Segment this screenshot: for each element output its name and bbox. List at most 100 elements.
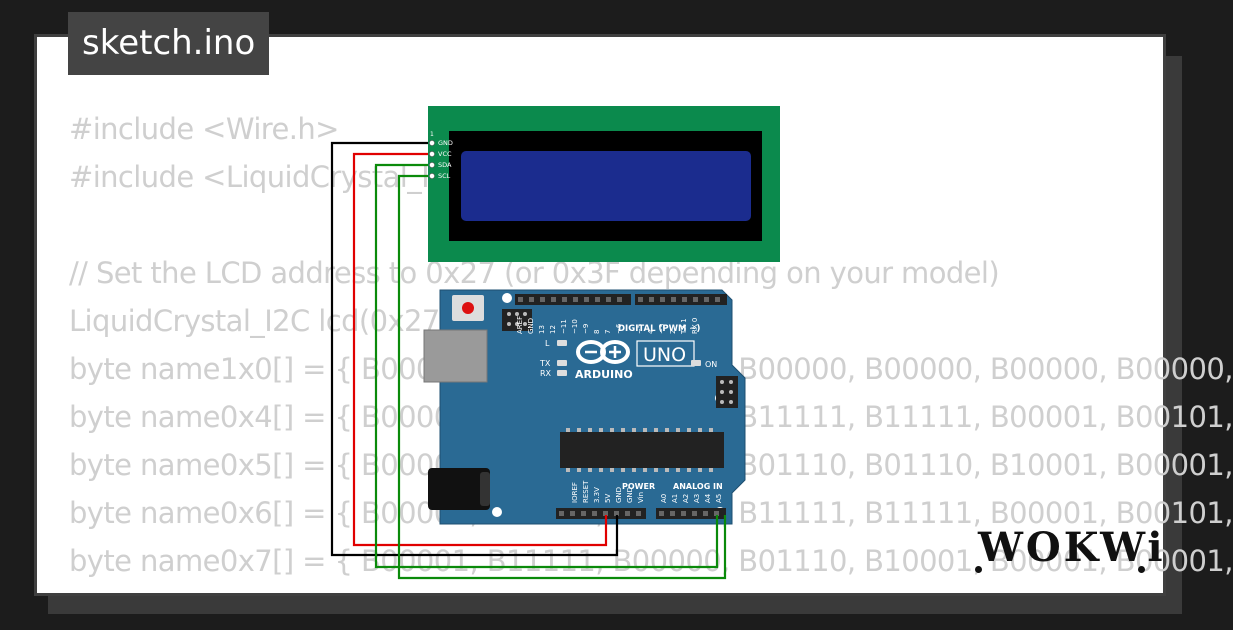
header-pin	[671, 297, 676, 302]
analog-header	[656, 508, 726, 519]
pin-label: 13	[538, 325, 546, 334]
chip-leg	[654, 428, 658, 432]
pin-label: ~10	[571, 319, 579, 334]
lcd-pin-label: SCL	[438, 172, 451, 180]
chip-leg	[676, 468, 680, 472]
chip-leg	[698, 428, 702, 432]
header-pin	[551, 297, 556, 302]
wire-sda[interactable]	[374, 163, 719, 569]
code-line: #include <Wire.h>	[69, 112, 339, 146]
header-pin	[682, 297, 687, 302]
pin-label: ~5	[636, 324, 644, 334]
led-l	[557, 340, 567, 346]
pin-label: 5V	[604, 494, 612, 503]
header-pin	[595, 297, 600, 302]
header-pin	[581, 511, 586, 516]
lcd-pin-gnd	[429, 140, 435, 146]
logo-dot	[975, 566, 982, 573]
pin-label: ~6	[615, 323, 623, 334]
reset-button-cap	[462, 302, 474, 314]
header-pin	[660, 297, 665, 302]
pin-label: AREF	[516, 316, 524, 334]
lcd-pin-sda	[429, 162, 435, 168]
header-pin	[562, 297, 567, 302]
chip-leg	[665, 468, 669, 472]
pin-label: ~3	[658, 324, 666, 334]
wire-scl[interactable]	[397, 174, 727, 580]
digital-label: DIGITAL (PWM ~)	[618, 324, 700, 334]
chip-leg	[610, 468, 614, 472]
header-pin	[625, 511, 630, 516]
chip-leg	[599, 428, 603, 432]
chip-leg	[588, 428, 592, 432]
file-title-tab[interactable]: sketch.ino	[68, 12, 270, 75]
header-pin	[693, 297, 698, 302]
pin-label: A1	[671, 494, 679, 503]
header-pin	[570, 511, 575, 516]
pin-label: 8	[593, 330, 601, 334]
chip-leg	[643, 428, 647, 432]
header-pin	[559, 511, 564, 516]
on-label: ON	[705, 360, 717, 369]
chip-leg	[687, 428, 691, 432]
header-pin	[715, 297, 720, 302]
header-pin	[703, 511, 708, 516]
led-label: TX	[539, 359, 551, 368]
lcd-pin-label: SDA	[438, 161, 452, 169]
pin-label: ~11	[560, 319, 568, 334]
pin-label: 12	[549, 325, 557, 334]
header-pin	[659, 511, 664, 516]
chip-leg	[566, 428, 570, 432]
chip-leg	[621, 468, 625, 472]
mounting-hole	[492, 507, 502, 517]
header-pin	[681, 511, 686, 516]
lcd-pin-label: VCC	[438, 150, 452, 158]
mounting-hole	[502, 293, 512, 303]
chip-leg	[577, 468, 581, 472]
wire-gnd[interactable]	[330, 141, 619, 557]
wokwi-logo[interactable]: WOKWi	[978, 524, 1166, 571]
analog-label: ANALOG IN	[673, 482, 723, 491]
pin-label: 3.3V	[593, 487, 601, 503]
header-pin	[518, 297, 523, 302]
power-jack	[428, 468, 490, 510]
pin-label: A2	[682, 494, 690, 503]
header-pin	[614, 511, 619, 516]
pin-label: Vin	[637, 492, 645, 503]
lcd-pin-one-label: 1	[430, 131, 434, 138]
header-pin	[638, 297, 643, 302]
lcd-module[interactable]: 1 GND VCC SDA SCL	[428, 106, 780, 262]
circuit-diagram: 1 GND VCC SDA SCL	[330, 106, 780, 580]
header-pin	[714, 511, 719, 516]
pin-label: ~9	[582, 324, 590, 334]
header-pin	[606, 297, 611, 302]
pin-label: A4	[704, 493, 712, 503]
pin-label: GND	[527, 318, 535, 334]
pin-label: 4	[647, 329, 655, 334]
chip-leg	[588, 468, 592, 472]
pin-label: RX 0	[691, 318, 699, 334]
led-tx	[557, 360, 567, 366]
chip-leg	[709, 468, 713, 472]
arduino-brand-text: ARDUINO	[575, 368, 633, 381]
pin-label: 7	[604, 330, 612, 334]
lcd-screen	[461, 151, 751, 221]
pin-label: RESET	[582, 480, 590, 503]
chip-leg	[577, 428, 581, 432]
code-line: // Set the LCD address to 0x27 (or 0x3F …	[69, 256, 1000, 290]
led-label: L	[545, 339, 550, 348]
chip-leg	[599, 468, 603, 472]
logo-dot	[1138, 566, 1145, 573]
chip-leg	[698, 468, 702, 472]
wire-vcc[interactable]	[352, 152, 608, 547]
pin-label: A0	[660, 494, 668, 503]
chip-leg	[621, 428, 625, 432]
chip-leg	[566, 468, 570, 472]
header-pin	[692, 511, 697, 516]
led-on	[691, 360, 701, 366]
pin-label: GND	[615, 487, 623, 503]
chip-leg	[610, 428, 614, 432]
led-rx	[557, 370, 567, 376]
lcd-pin-label: GND	[438, 139, 453, 147]
